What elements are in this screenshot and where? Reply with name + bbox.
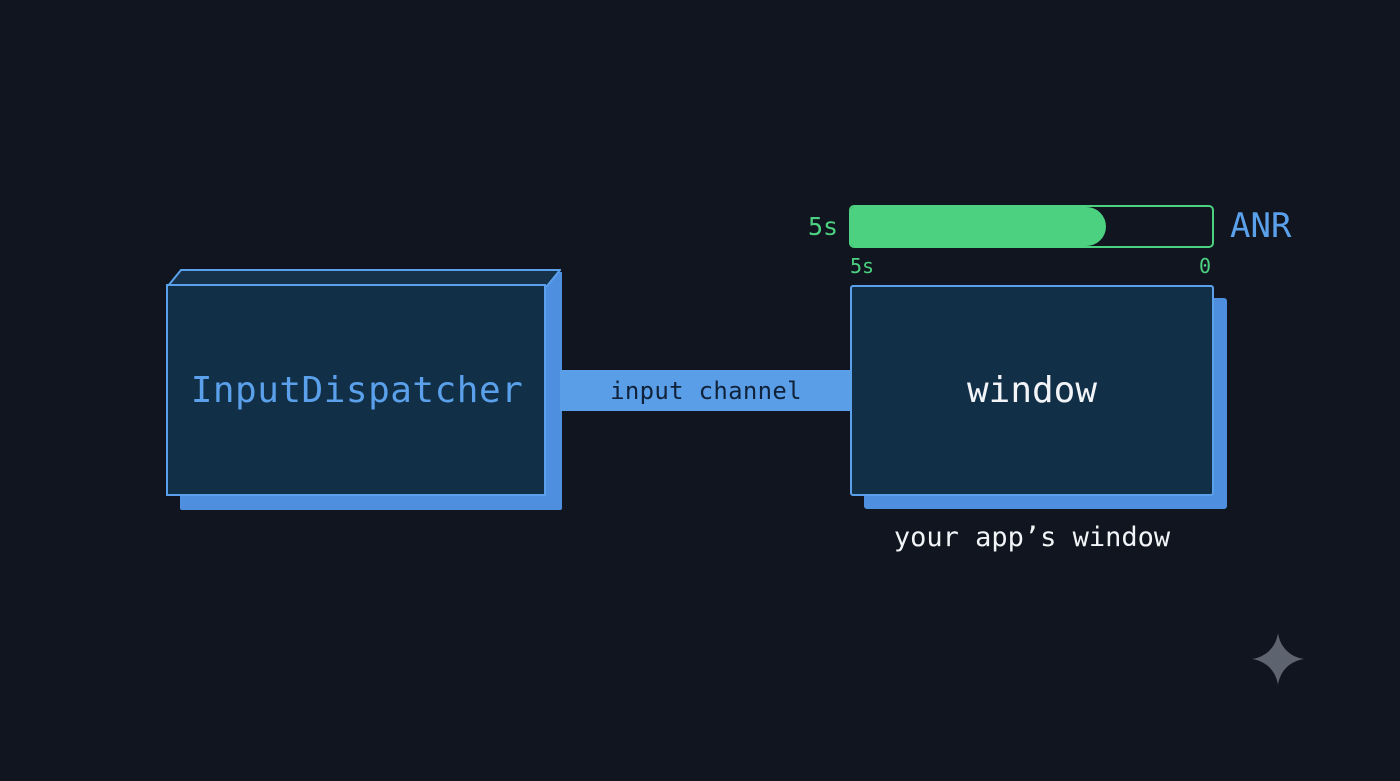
input-dispatcher-label: InputDispatcher <box>190 369 524 411</box>
input-dispatcher-side-face <box>545 272 562 498</box>
timer-scale-left: 5s <box>850 254 875 278</box>
input-channel-label: input channel <box>610 376 802 405</box>
window-caption: your app’s window <box>893 522 1171 553</box>
timer-bar-fill <box>851 207 1106 246</box>
input-channel-connector: input channel <box>560 370 852 411</box>
timer-scale-right: 0 <box>1199 254 1212 278</box>
anr-label: ANR <box>1230 206 1292 246</box>
window-label: window <box>966 370 1098 411</box>
input-dispatcher-top-face <box>167 269 561 287</box>
window-block: window <box>850 285 1214 496</box>
timer-start-label: 5s <box>808 212 839 241</box>
timer-bar <box>849 205 1214 248</box>
input-dispatcher-block: InputDispatcher <box>166 284 546 496</box>
sparkle-icon <box>1252 633 1304 685</box>
